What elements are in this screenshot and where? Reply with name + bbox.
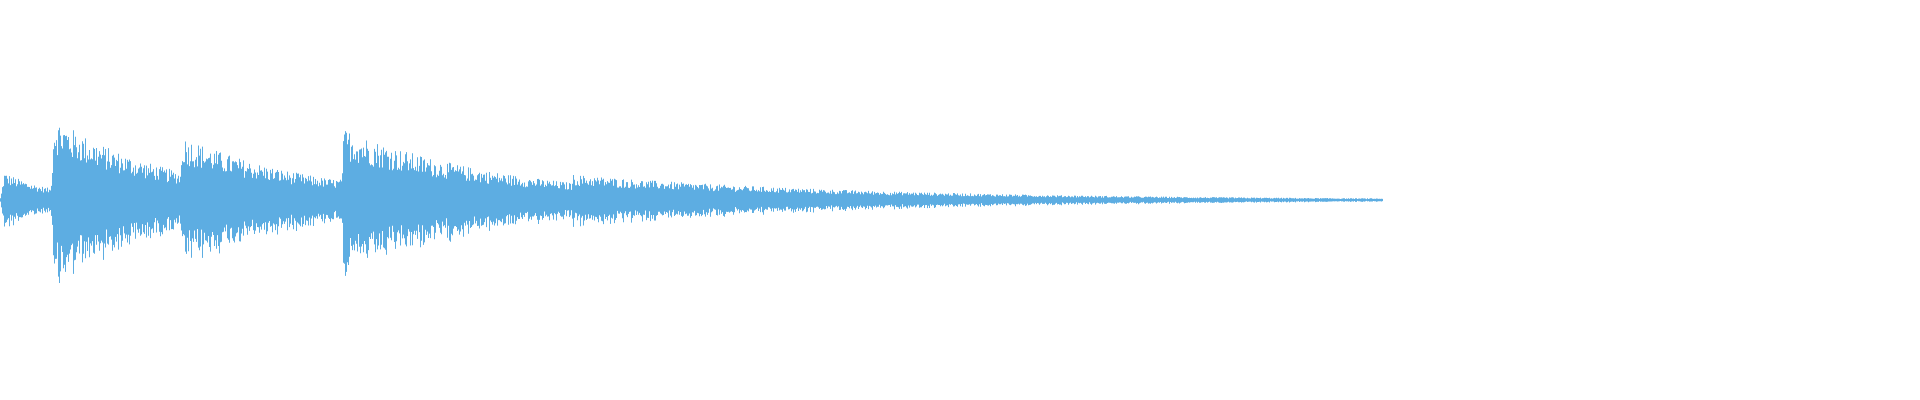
waveform-samples bbox=[0, 127, 1383, 283]
waveform-path bbox=[0, 127, 1383, 283]
